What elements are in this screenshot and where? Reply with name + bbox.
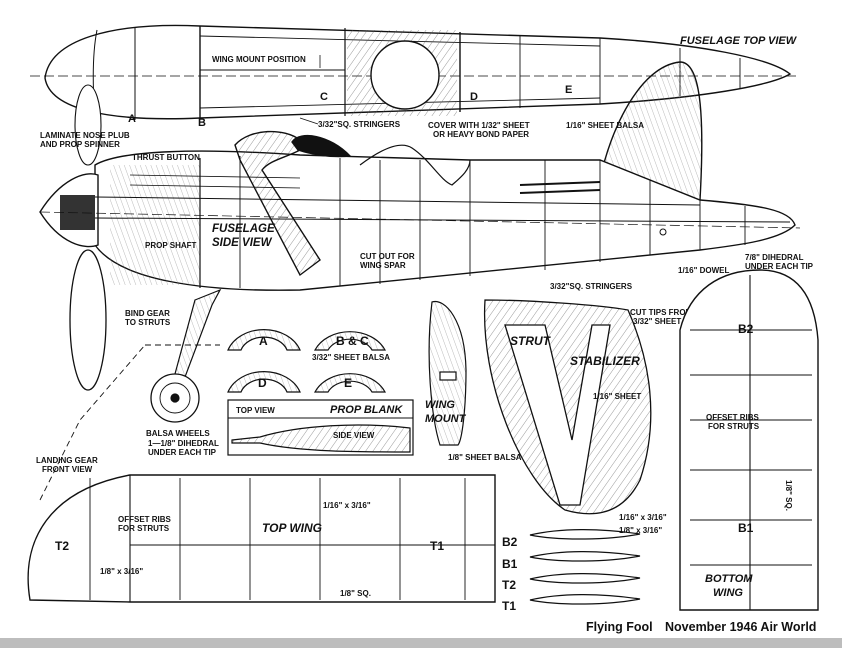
bottom-rib-label-b1: B1 (738, 521, 754, 535)
fuselage-top-view (30, 24, 800, 120)
wing-mount-part (428, 300, 467, 446)
sheet-balsa-116-note: 1/16" SHEET BALSA (566, 121, 644, 130)
top-wing-title: TOP WING (262, 521, 322, 535)
offset-ribs-bottom-line1: OFFSET RIBS (706, 413, 760, 422)
offset-ribs-top-line2: FOR STRUTS (118, 524, 170, 533)
bind-gear-note-line2: TO STRUTS (125, 318, 171, 327)
strip-18sq-note: 1/8" SQ. (340, 589, 371, 598)
landing-gear-title-line1: LANDING GEAR (36, 456, 98, 465)
part-label-c: C (320, 91, 328, 103)
dihedral-top-note-line1: 7/8" DIHEDRAL (745, 253, 804, 262)
rib-profile-label-t2: T2 (502, 578, 516, 592)
fuselage-top-view-title: FUSELAGE TOP VIEW (680, 35, 798, 47)
former-label-b-and-c: B & C (336, 334, 369, 348)
laminate-note-line2: AND PROP SPINNER (40, 140, 120, 149)
strip-116x316-bottom-note: 1/16" x 3/16" (619, 513, 667, 522)
plan-title: Flying Fool (586, 620, 653, 634)
stringers-side-note: 3/32"SQ. STRINGERS (550, 282, 633, 291)
formers (227, 329, 387, 393)
sheet-balsa-18-note: 1/8" SHEET BALSA (448, 453, 522, 462)
stringers-top-note: 3/32"SQ. STRINGERS (318, 120, 401, 129)
bottom-wing-view (679, 269, 819, 611)
rib-profile-label-t1: T1 (502, 599, 516, 613)
wing-mount-position-note: WING MOUNT POSITION (212, 55, 306, 64)
cover-note-line2: OR HEAVY BOND PAPER (433, 130, 529, 139)
strip-116x316-top-note: 1/16" x 3/16" (323, 501, 371, 510)
dihedral-top-note-line2: UNDER EACH TIP (745, 262, 814, 271)
landing-gear-title-line2: FRONT VIEW (42, 465, 93, 474)
part-label-a: A (128, 113, 136, 125)
bottom-wing-title-line1: BOTTOM (705, 573, 753, 585)
rib-profile-label-b2: B2 (502, 535, 518, 549)
fuselage-side-view (39, 61, 801, 391)
prop-side-view-label: SIDE VIEW (333, 431, 375, 440)
bottom-border (0, 638, 842, 648)
sheet-116-note: 1/16" SHEET (593, 392, 641, 401)
cut-tips-note-line2: 3/32" SHEET (633, 317, 681, 326)
fuselage-side-view-title-line2: SIDE VIEW (212, 237, 273, 249)
prop-shaft-note: PROP SHAFT (145, 241, 197, 250)
strip-18x316-wing-note: 1/8" x 3/16" (100, 567, 143, 576)
rib-label-t1: T1 (430, 539, 444, 553)
part-label-b: B (198, 117, 206, 129)
dihedral-gear-note-line1: 1—1/8" DIHEDRAL (148, 439, 219, 448)
former-label-a: A (259, 334, 268, 348)
part-label-e: E (565, 84, 572, 96)
fuselage-side-view-title-line1: FUSELAGE (212, 223, 275, 235)
plan-source: November 1946 Air World (665, 620, 817, 634)
cut-out-note-line1: CUT OUT FOR (360, 252, 415, 261)
landing-gear-view (39, 288, 222, 501)
wing-mount-title-line2: MOUNT (425, 413, 467, 425)
bottom-rib-label-b2: B2 (738, 322, 754, 336)
laminate-note-line1: LAMINATE NOSE PLUB (40, 131, 130, 140)
dowel-note: 1/16" DOWEL (678, 266, 729, 275)
cut-out-note-line2: WING SPAR (360, 261, 406, 270)
bottom-wing-title-line2: WING (713, 587, 743, 599)
prop-blank-title: PROP BLANK (330, 404, 403, 416)
balsa-wheels-note: BALSA WHEELS (146, 429, 210, 438)
stabilizer-title: STABILIZER (570, 354, 640, 368)
dihedral-gear-note-line2: UNDER EACH TIP (148, 448, 217, 457)
former-label-d: D (258, 376, 267, 390)
strip-18sq-vertical-note: 1/8" SQ. (784, 480, 793, 511)
former-label-e: E (344, 376, 352, 390)
rib-profiles (529, 529, 641, 605)
stabilizer-part (483, 299, 652, 515)
sheet-balsa-332-note: 3/32" SHEET BALSA (312, 353, 390, 362)
top-wing-view (27, 474, 496, 603)
strip-18x316-bottom-note: 1/8" x 3/16" (619, 526, 662, 535)
prop-top-view-label: TOP VIEW (236, 406, 275, 415)
strut-title: STRUT (510, 334, 552, 348)
thrust-button-note: THRUST BUTTON (132, 153, 200, 162)
prop-blank (227, 399, 414, 456)
part-label-d: D (470, 91, 478, 103)
rib-profile-label-b1: B1 (502, 557, 518, 571)
wing-mount-title-line1: WING (425, 399, 455, 411)
rib-label-t2: T2 (55, 539, 69, 553)
offset-ribs-bottom-line2: FOR STRUTS (708, 422, 760, 431)
bind-gear-note-line1: BIND GEAR (125, 309, 170, 318)
cut-tips-note-line1: CUT TIPS FROM (630, 308, 693, 317)
cover-note-line1: COVER WITH 1/32" SHEET (428, 121, 530, 130)
offset-ribs-top-line1: OFFSET RIBS (118, 515, 172, 524)
